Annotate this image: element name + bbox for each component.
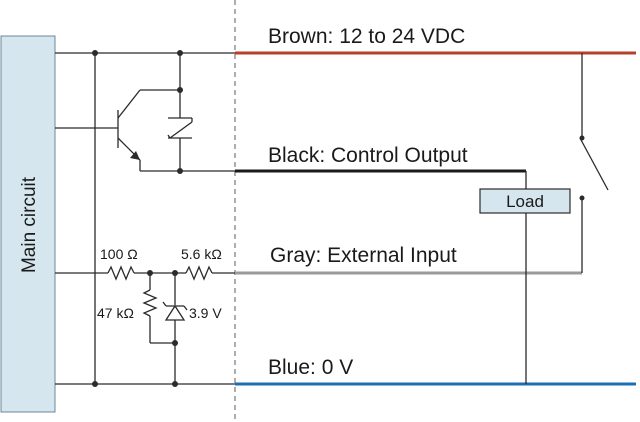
gray-wire-label: Gray: External Input [270, 244, 457, 267]
r-series-label: 100 Ω [100, 246, 138, 262]
main-circuit-label: Main circuit [19, 176, 40, 273]
zener-label: 3.9 V [189, 305, 222, 321]
blue-wire-label: Blue: 0 V [268, 356, 353, 379]
brown-wire-label: Brown: 12 to 24 VDC [268, 25, 465, 48]
r-pullup-label: 5.6 kΩ [181, 246, 222, 262]
transistor-arrow [130, 151, 140, 160]
switch-contact-top [579, 135, 585, 141]
switch-contact-bottom [579, 195, 585, 201]
load-label: Load [506, 192, 544, 211]
internal-wiring [55, 52, 235, 385]
r-bias-label: 47 kΩ [97, 305, 134, 321]
load-box [479, 188, 571, 214]
black-wire-label: Black: Control Output [268, 144, 468, 167]
external-wiring [525, 53, 609, 384]
main-circuit-block [0, 35, 56, 413]
junction-dots [92, 50, 183, 387]
